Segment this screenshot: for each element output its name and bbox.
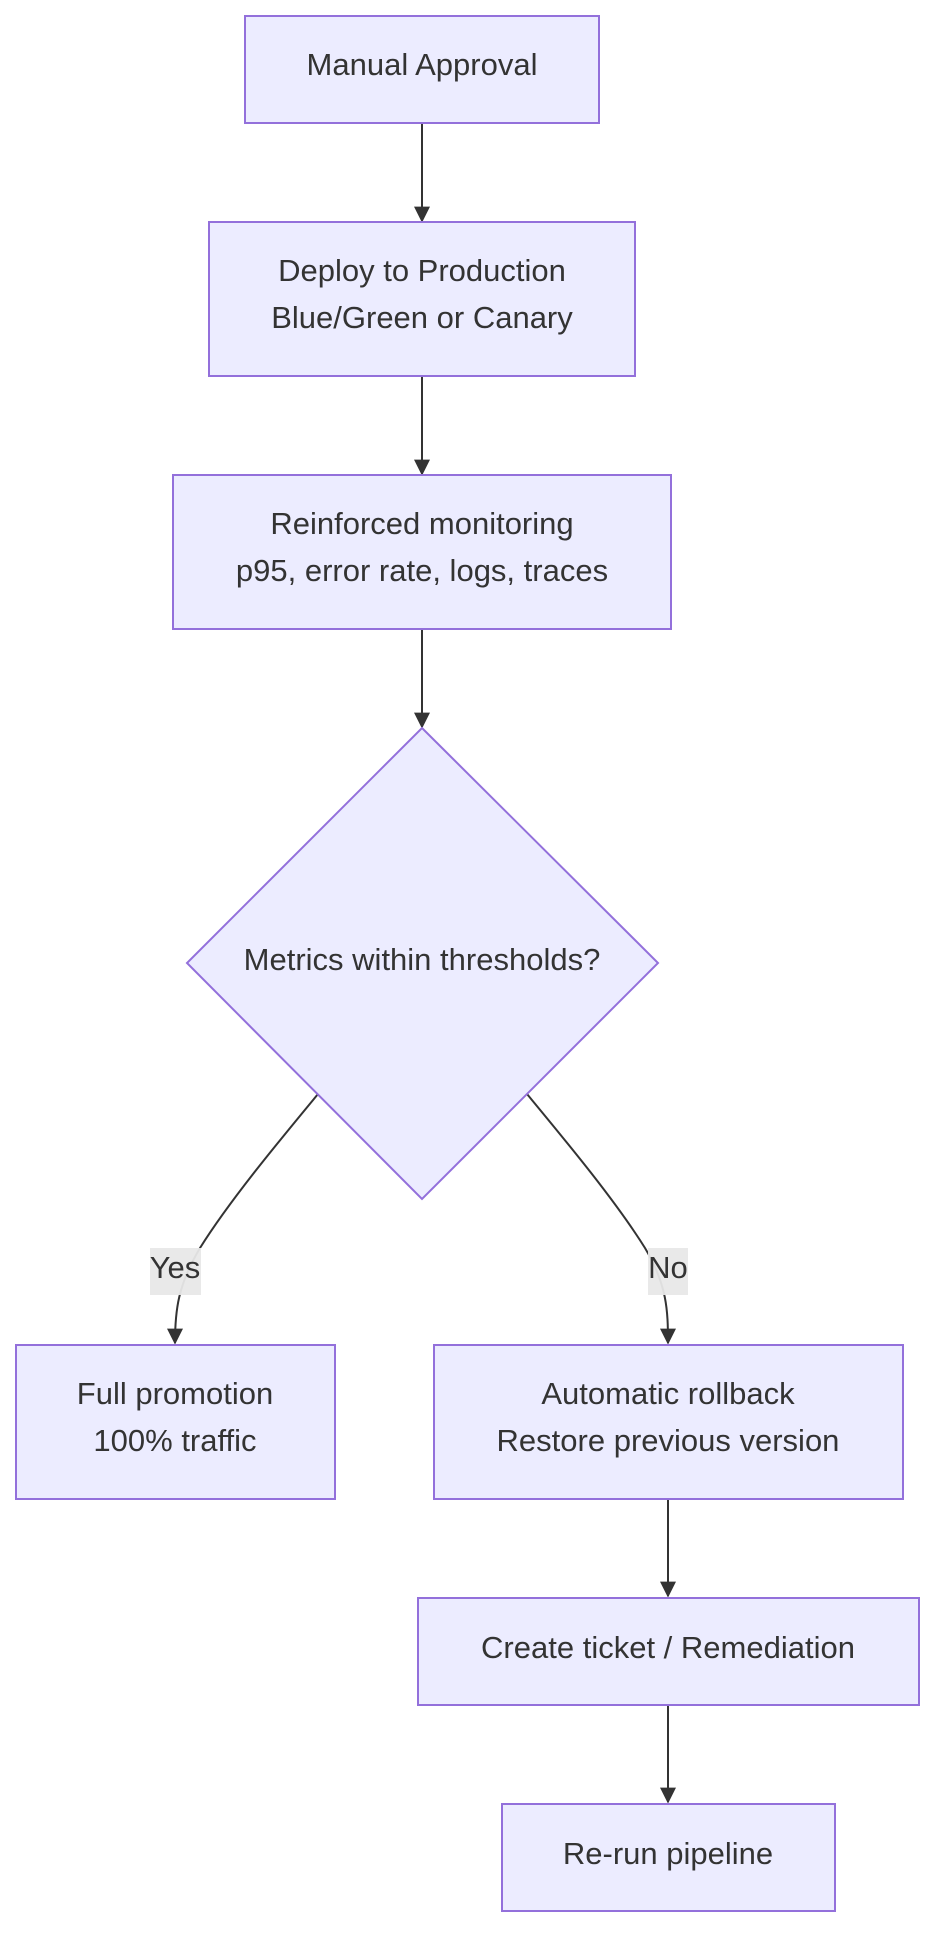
node-create-ticket: Create ticket / Remediation	[417, 1597, 920, 1706]
node-full-promotion-line-1: Full promotion	[77, 1376, 273, 1411]
edge-label-no-text: No	[648, 1250, 688, 1285]
node-automatic-rollback-line-2: Restore previous version	[497, 1423, 840, 1458]
node-create-ticket-label: Create ticket / Remediation	[481, 1630, 855, 1665]
edge-label-no: No	[648, 1248, 688, 1295]
node-metrics-decision-label: Metrics within thresholds?	[244, 942, 601, 977]
node-reinforced-monitoring-line-2: p95, error rate, logs, traces	[236, 553, 608, 588]
edges	[167, 123, 676, 1804]
node-deploy-production-line-2: Blue/Green or Canary	[271, 300, 573, 335]
edge-label-yes-text: Yes	[150, 1250, 201, 1285]
edge-decision-no-to-rollback	[526, 1093, 676, 1345]
node-full-promotion: Full promotion 100% traffic	[15, 1344, 336, 1500]
node-automatic-rollback: Automatic rollback Restore previous vers…	[433, 1344, 904, 1500]
node-deploy-production: Deploy to Production Blue/Green or Canar…	[208, 221, 636, 377]
node-reinforced-monitoring: Reinforced monitoring p95, error rate, l…	[172, 474, 672, 630]
node-metrics-decision: Metrics within thresholds?	[185, 726, 660, 1201]
node-full-promotion-line-2: 100% traffic	[93, 1423, 256, 1458]
node-rerun-pipeline: Re-run pipeline	[501, 1803, 836, 1912]
node-deploy-production-line-1: Deploy to Production	[278, 253, 566, 288]
edge-label-yes: Yes	[150, 1248, 201, 1295]
node-automatic-rollback-line-1: Automatic rollback	[541, 1376, 795, 1411]
node-manual-approval-label: Manual Approval	[307, 47, 538, 82]
edge-decision-yes-to-promotion	[167, 1093, 319, 1345]
node-rerun-pipeline-label: Re-run pipeline	[563, 1836, 773, 1871]
node-manual-approval: Manual Approval	[244, 15, 600, 124]
node-reinforced-monitoring-line-1: Reinforced monitoring	[270, 506, 573, 541]
